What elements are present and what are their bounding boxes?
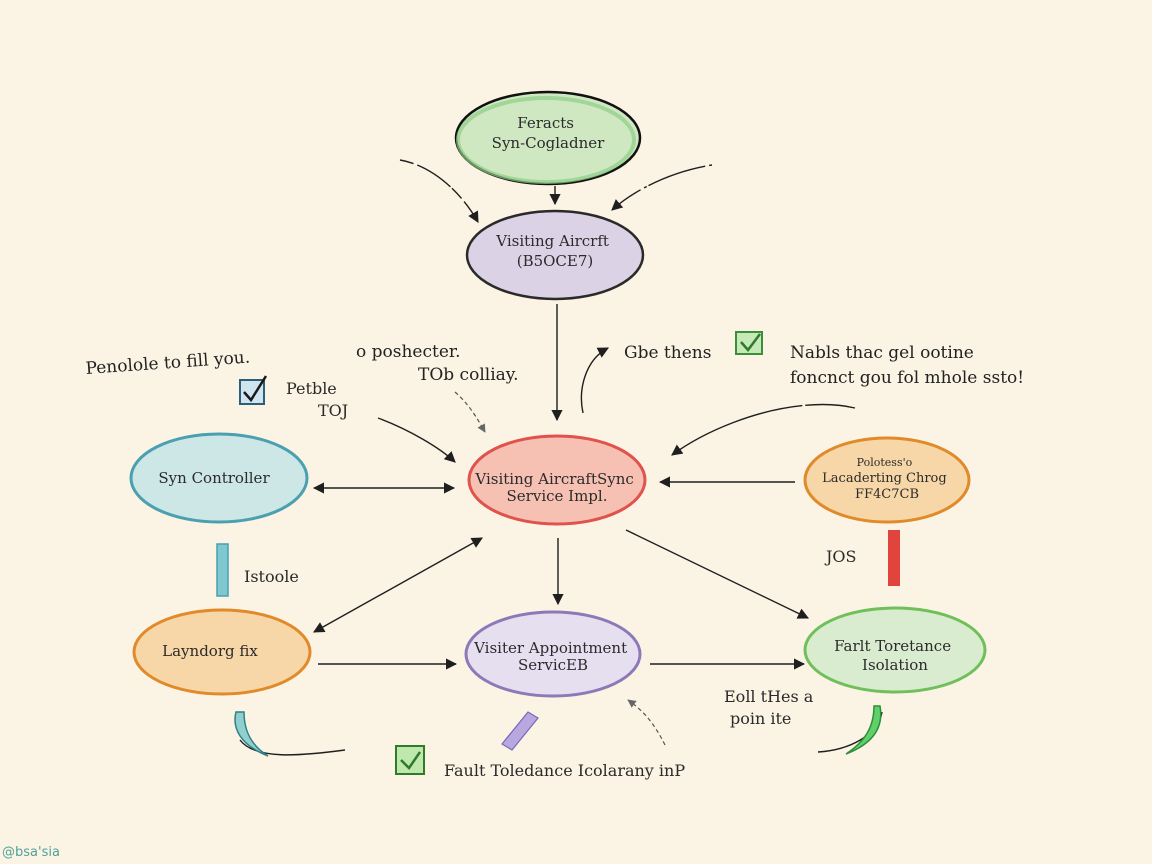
node-top-line-1: Feracts: [517, 114, 574, 132]
notes: Penolole to fill you. o poshecter. TOb c…: [2, 342, 1024, 860]
svg-text:Farlt Toretance Isolatio: Farlt Toretance Isolation: [834, 637, 956, 674]
svg-text:o poshecter. TOb collia: o poshecter. TOb colliay.: [356, 342, 519, 385]
checkbox-petble[interactable]: [239, 375, 268, 405]
node-fault[interactable]: Farlt Toretance Isolation: [803, 606, 987, 694]
signature: @bsa'sia: [2, 845, 60, 860]
svg-text:Visiter Appointment Serv: Visiter Appointment ServicEB: [473, 639, 632, 674]
note-mid-line-2: TOb colliay.: [418, 365, 519, 385]
node-right-shape: [803, 436, 971, 524]
edge-petble-to-center: [377, 417, 456, 463]
node-aircraft-line-2: (B5OCE7): [517, 252, 594, 270]
edge-right-dashed-into-aircraft: [611, 164, 713, 211]
edge-rightnote-to-center: [671, 403, 856, 456]
node-top-line-2: Syn-Cogladner: [492, 134, 605, 152]
note-gbe: Gbe thens: [624, 343, 711, 363]
node-fault-line-1: Farlt Toretance: [834, 637, 951, 655]
checkbox-gbe[interactable]: [735, 331, 763, 355]
note-bottom: Fault Toledance Icolarany inP: [444, 761, 685, 780]
note-left: Penolole to fill you.: [85, 348, 251, 379]
note-ell-line-2: poin ite: [730, 709, 791, 728]
checkbox-bottom[interactable]: [395, 745, 425, 775]
node-center[interactable]: Visiting AircraftSync Service Impl.: [467, 434, 647, 526]
node-sync-controller[interactable]: Syn Controller: [129, 432, 309, 524]
node-right-line-2: Lacaderting Chrog: [822, 471, 947, 486]
note-mid-line-1: o poshecter.: [356, 342, 461, 362]
note-ell-line-1: Eoll tHes a: [724, 687, 814, 706]
edge-poshecter-dashed: [454, 391, 486, 433]
note-right-line-2: foncnct gou fol mhole ssto!: [790, 368, 1024, 388]
node-center-line-1: Visiting AircraftSync: [474, 470, 633, 488]
node-top[interactable]: Feracts Syn-Cogladner: [454, 90, 642, 186]
node-sync-controller-shape: [129, 432, 309, 524]
node-top-highlight: [456, 96, 636, 184]
node-top-shape: [454, 90, 642, 186]
svg-text:Eoll tHes a poin ite: Eoll tHes a poin ite: [724, 687, 818, 728]
svg-text:Polotess'o Lacaderting C: Polotess'o Lacaderting Chrog FF4C7CB: [822, 451, 952, 502]
node-right-line-3: FF4C7CB: [855, 487, 919, 502]
node-layout[interactable]: Layndorg fix: [132, 608, 312, 696]
node-right-line-1: Polotess'o: [857, 456, 913, 469]
red-connector-bar: [888, 530, 900, 586]
note-petble-line-2: TOJ: [318, 401, 348, 420]
note-jos: JOS: [824, 547, 857, 566]
edge-gbe-to-center: [580, 347, 609, 414]
note-istoole: Istoole: [244, 567, 299, 586]
curve-bottom-left: [239, 739, 346, 756]
checkmark-icon: [740, 333, 761, 352]
node-layout-line-1: Layndorg fix: [162, 642, 258, 660]
checkbox-bottom-box: [395, 745, 425, 775]
blue-swoosh: [234, 711, 269, 757]
node-visitor-line-1: Visiter Appointment: [473, 639, 627, 657]
green-swoosh: [845, 705, 882, 755]
svg-text:Visiting AircraftSync Se: Visiting AircraftSync Service Impl.: [474, 470, 638, 505]
connector-marks: [216, 530, 900, 757]
node-aircraft-line-1: Visiting Aircrft: [495, 232, 609, 250]
node-visitor-line-2: ServicEB: [518, 656, 588, 674]
svg-text:Syn Controller: Syn Controller: [158, 469, 270, 487]
note-petble-line-1: Petble: [286, 379, 337, 398]
checkmark-icon: [243, 375, 268, 403]
svg-text:Nabls thac gel ootine fo: Nabls thac gel ootine foncnct gou fol mh…: [790, 343, 1024, 388]
checkbox-gbe-box: [735, 331, 763, 355]
edges: [239, 159, 883, 756]
note-right-line-1: Nabls thac gel ootine: [790, 343, 974, 363]
node-center-line-2: Service Impl.: [507, 487, 608, 505]
node-fault-line-2: Isolation: [862, 656, 928, 674]
node-layout-shape: [132, 608, 312, 696]
node-right[interactable]: Polotess'o Lacaderting Chrog FF4C7CB: [803, 436, 971, 524]
edge-center-to-fault: [625, 529, 810, 619]
edge-left-dashed-into-aircraft: [399, 159, 479, 223]
node-fault-shape: [803, 606, 987, 694]
edge-layout-center-bidirectional: [313, 537, 483, 633]
svg-text:Feracts Syn-Cogladner: Feracts Syn-Cogladner: [492, 114, 605, 152]
svg-text:Visiting Aircrft (B5OCE7: Visiting Aircrft (B5OCE7): [495, 232, 613, 270]
checkmark-icon: [400, 751, 422, 770]
purple-marker: [501, 711, 539, 751]
node-visitor-shape: [464, 610, 642, 698]
node-aircraft-shape: [465, 209, 645, 301]
blue-connector-bar: [216, 543, 229, 597]
svg-text:Petble TOJ: Petble TOJ: [286, 379, 348, 420]
node-sync-controller-line-1: Syn Controller: [158, 469, 270, 487]
node-center-shape: [467, 434, 647, 526]
svg-text:Layndorg fix: Layndorg fix: [162, 642, 258, 660]
node-aircraft[interactable]: Visiting Aircrft (B5OCE7): [465, 209, 645, 301]
node-visitor[interactable]: Visiter Appointment ServicEB: [464, 610, 642, 698]
edge-dashed-into-visitor: [627, 699, 666, 746]
